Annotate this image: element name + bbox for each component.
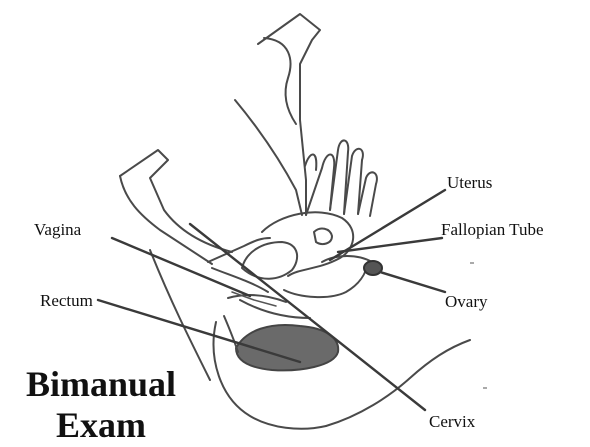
diagram-title-line-1: Bimanual bbox=[10, 364, 192, 405]
pointer-vagina bbox=[112, 238, 250, 296]
diagram-title-line-2: Exam bbox=[10, 405, 192, 446]
pointer-uterus bbox=[330, 190, 445, 260]
label-rectum: Rectum bbox=[40, 292, 93, 309]
label-cervix: Cervix bbox=[429, 413, 475, 430]
diagram-title: Bimanual Exam bbox=[10, 364, 192, 446]
label-ovary: Ovary bbox=[445, 293, 487, 310]
pointer-ovary bbox=[380, 272, 445, 292]
abdominal-hand bbox=[235, 14, 377, 216]
label-vagina: Vagina bbox=[34, 221, 81, 238]
label-uterus: Uterus bbox=[447, 174, 492, 191]
label-fallopian-tube: Fallopian Tube bbox=[441, 221, 544, 238]
pelvic-organs bbox=[214, 212, 470, 428]
